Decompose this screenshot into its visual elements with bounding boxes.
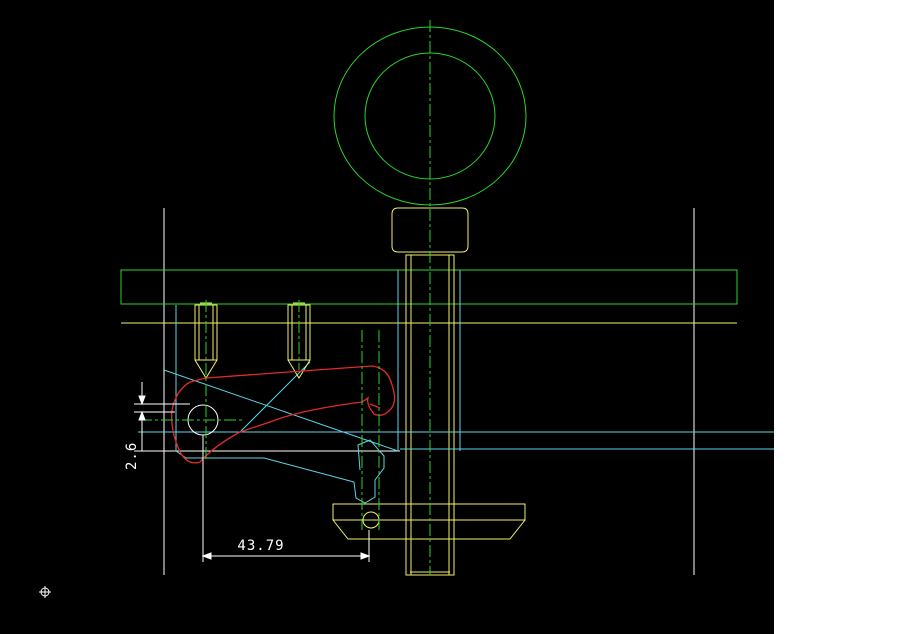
top-plate xyxy=(120,269,738,305)
cyan-guides xyxy=(138,270,774,504)
dimension-vertical-label: 2.6 xyxy=(124,442,140,470)
cyan-diagonal-1 xyxy=(163,369,399,452)
cyan-lever-outline xyxy=(175,305,385,504)
dimension-horizontal xyxy=(201,435,371,562)
center-lines xyxy=(140,20,431,575)
set-screws xyxy=(194,302,311,379)
cyan-diagonal-2 xyxy=(239,361,311,433)
right-margin xyxy=(774,0,911,634)
crosshair-origin-icon xyxy=(39,586,51,598)
cad-drawing-viewport[interactable]: 2.6 43.79 xyxy=(0,0,774,634)
bolt-head xyxy=(391,207,469,253)
frame-lines xyxy=(138,208,695,575)
dimension-vertical xyxy=(134,382,190,452)
dimension-horizontal-label: 43.79 xyxy=(237,538,284,554)
cad-drawing: 2.6 43.79 xyxy=(39,20,774,598)
latch-profile xyxy=(171,365,396,464)
latch-outline xyxy=(171,365,396,464)
latch-lip xyxy=(369,403,381,409)
